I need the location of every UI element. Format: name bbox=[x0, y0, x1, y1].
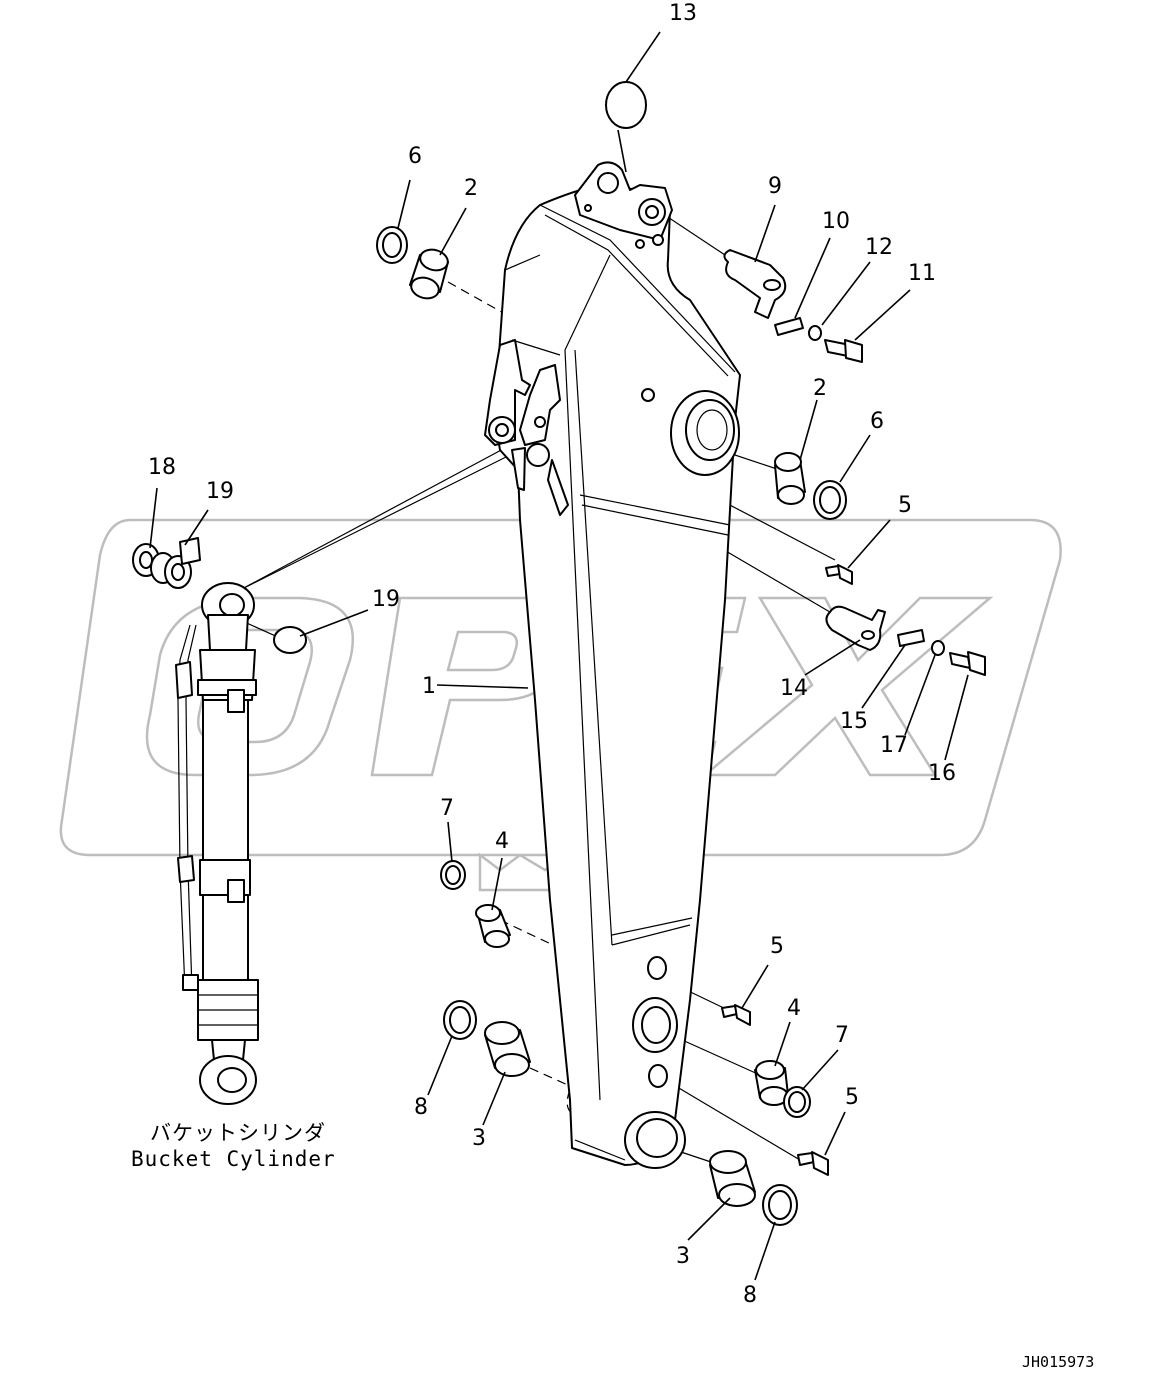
shim-7-left bbox=[440, 860, 466, 890]
callout-19-lower: 19 bbox=[372, 587, 400, 612]
callout-2-right: 2 bbox=[813, 376, 827, 401]
bushing-4-right bbox=[754, 1060, 789, 1106]
callout-19-upper: 19 bbox=[206, 479, 234, 504]
shim-8-right bbox=[762, 1184, 798, 1226]
callout-6-upper-left: 6 bbox=[408, 144, 422, 169]
plate-10 bbox=[774, 317, 804, 336]
callout-16: 16 bbox=[928, 761, 956, 786]
callout-8-right: 8 bbox=[743, 1283, 757, 1308]
grease-fitting-5-upper bbox=[825, 564, 853, 585]
bushing-2-right bbox=[774, 452, 806, 505]
document-id: JH015973 bbox=[1022, 1353, 1094, 1371]
callout-3-left: 3 bbox=[472, 1126, 486, 1151]
callout-5-lower: 5 bbox=[845, 1085, 859, 1110]
shim-6-right bbox=[813, 480, 847, 520]
callout-17: 17 bbox=[880, 733, 908, 758]
callout-14: 14 bbox=[780, 676, 808, 701]
callout-10: 10 bbox=[822, 209, 850, 234]
shim-19-upper bbox=[150, 537, 201, 589]
shim-8-left bbox=[443, 1000, 477, 1040]
bushing-2-upper-left bbox=[409, 248, 449, 300]
callout-8-left: 8 bbox=[414, 1095, 428, 1120]
grease-fitting-5-lower bbox=[797, 1151, 829, 1176]
leader-lines bbox=[149, 31, 969, 1281]
callout-3-right: 3 bbox=[676, 1244, 690, 1269]
washer-17 bbox=[931, 640, 945, 656]
pin-14 bbox=[825, 605, 886, 651]
pin-9 bbox=[723, 249, 787, 319]
cylinder-caption-japanese: バケットシリンダ bbox=[150, 1121, 326, 1145]
grease-fitting-5-middle bbox=[721, 1004, 751, 1026]
callout-9: 9 bbox=[768, 174, 782, 199]
callout-13: 13 bbox=[669, 1, 697, 26]
callout-7-left: 7 bbox=[440, 796, 454, 821]
callout-1: 1 bbox=[422, 674, 436, 699]
callout-11: 11 bbox=[908, 261, 936, 286]
callout-5-middle: 5 bbox=[770, 934, 784, 959]
callout-12: 12 bbox=[865, 235, 893, 260]
bolt-16 bbox=[949, 651, 986, 676]
arm-body bbox=[484, 161, 741, 1169]
callout-4-left: 4 bbox=[495, 829, 509, 854]
callout-18: 18 bbox=[148, 455, 176, 480]
shim-6-upper-left bbox=[376, 226, 408, 264]
callout-labels: 13 6 2 9 10 12 11 2 6 5 18 19 19 1 14 15… bbox=[148, 1, 956, 1308]
callout-6-right: 6 bbox=[870, 409, 884, 434]
cylinder-caption-english: Bucket Cylinder bbox=[131, 1147, 336, 1171]
bushing-3-right bbox=[709, 1150, 756, 1207]
shim-19-lower bbox=[273, 626, 307, 654]
bushing-4-left bbox=[475, 904, 511, 948]
bucket-cylinder bbox=[175, 582, 259, 1105]
plate-15 bbox=[897, 629, 925, 647]
bushing-3-left bbox=[484, 1021, 531, 1077]
callout-4-right: 4 bbox=[787, 996, 801, 1021]
callout-5-upper: 5 bbox=[898, 493, 912, 518]
shim-7-right bbox=[783, 1086, 811, 1118]
callout-2-upper-left: 2 bbox=[464, 176, 478, 201]
washer-12 bbox=[808, 325, 822, 341]
callout-7-right: 7 bbox=[835, 1023, 849, 1048]
callout-15: 15 bbox=[840, 709, 868, 734]
bolt-11 bbox=[824, 339, 863, 363]
washer-13 bbox=[605, 81, 647, 173]
